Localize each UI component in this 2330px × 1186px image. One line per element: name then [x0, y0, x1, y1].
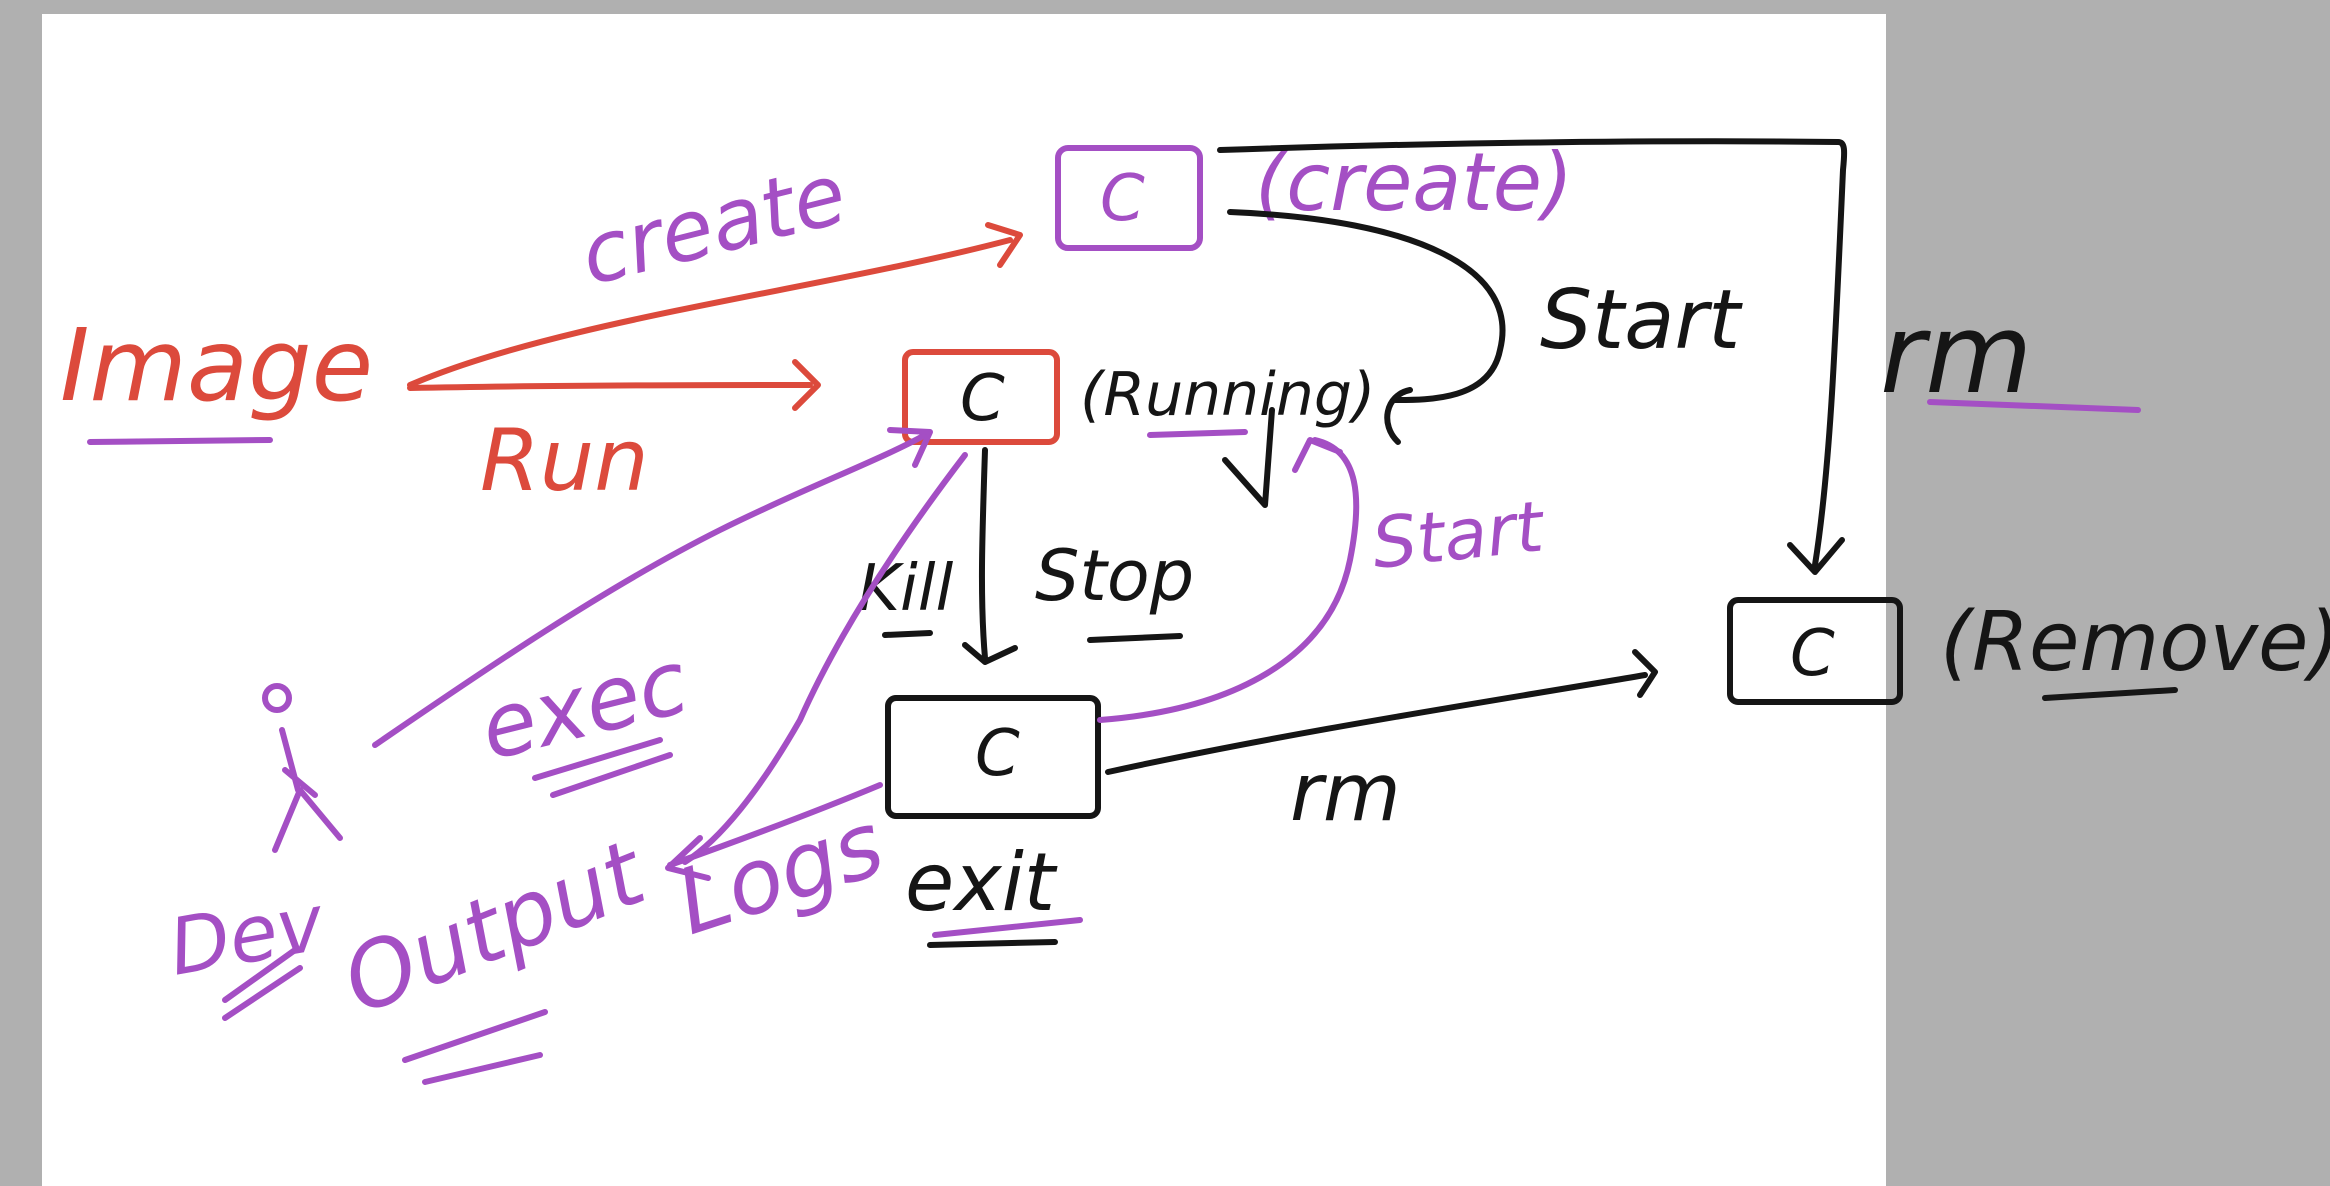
- rm-bottom-arrow: [1105, 672, 1648, 775]
- create-arrowhead: [985, 222, 1023, 268]
- container-exited-box: [885, 695, 1101, 819]
- kill-stop-arrow: [978, 447, 988, 661]
- start-curve-arrowhead: [1384, 387, 1413, 445]
- dev-figure-body: [272, 727, 343, 853]
- start-purple-label: Start: [1368, 485, 1549, 585]
- create-arrow: [407, 237, 1013, 388]
- stop-underline: [1087, 633, 1183, 643]
- container-created-box: [1055, 145, 1203, 251]
- logs-arrow-from-running: [682, 452, 968, 865]
- rm-top-label: rm: [1880, 290, 2032, 418]
- running-down-mark: [1222, 407, 1275, 508]
- running-underline: [1147, 429, 1248, 438]
- start-curve: [1227, 209, 1506, 403]
- start-purple-arrowhead: [1292, 437, 1343, 473]
- dev-underline-1: [222, 947, 298, 1003]
- output-underline-1: [402, 1009, 548, 1063]
- exec-underline-1: [532, 737, 663, 781]
- kill-stop-arrowhead: [962, 642, 1018, 665]
- rm-top-underline: [1927, 399, 2141, 413]
- exec-arrow: [372, 432, 928, 748]
- stop-label: Stop: [1035, 535, 1194, 617]
- exec-arrowhead: [887, 427, 933, 468]
- container-exited-letter: C: [975, 717, 1020, 791]
- dev-figure-head: [262, 683, 292, 713]
- container-removed-letter: C: [1790, 617, 1835, 691]
- start-top-label: Start: [1540, 273, 1743, 368]
- run-arrowhead: [792, 359, 821, 411]
- exit-label: exit: [905, 836, 1058, 929]
- logs-arrowhead: [665, 835, 711, 881]
- dev-underline-2: [222, 965, 303, 1021]
- exec-underline-2: [550, 752, 673, 798]
- output-underline-2: [422, 1052, 543, 1085]
- removed-state-label: (Remove): [1940, 595, 2330, 690]
- container-created-letter: C: [1100, 162, 1145, 236]
- start-purple-curve: [1097, 437, 1360, 723]
- image-label: Image: [60, 307, 373, 424]
- rm-top-arrowhead: [1787, 537, 1845, 575]
- image-underline: [87, 437, 273, 445]
- rm-top-connector: [1217, 138, 1848, 568]
- logs-arrow-from-exited: [667, 782, 883, 868]
- container-removed-box: [1727, 597, 1903, 705]
- rm-bottom-label: rm: [1290, 746, 1401, 839]
- run-arrow-label: Run: [480, 411, 649, 511]
- container-running-letter: C: [960, 362, 1005, 436]
- exit-underline-black: [927, 939, 1058, 948]
- removed-underline: [2042, 687, 2178, 701]
- container-running-box: [902, 349, 1060, 445]
- exit-underline-purple: [932, 917, 1083, 938]
- created-state-label: (create): [1255, 136, 1573, 229]
- kill-underline: [882, 630, 933, 638]
- running-state-label: (Running): [1080, 360, 1375, 430]
- run-arrow: [407, 382, 813, 391]
- rm-bottom-arrowhead: [1632, 649, 1658, 698]
- drawing-page: [42, 14, 1886, 1186]
